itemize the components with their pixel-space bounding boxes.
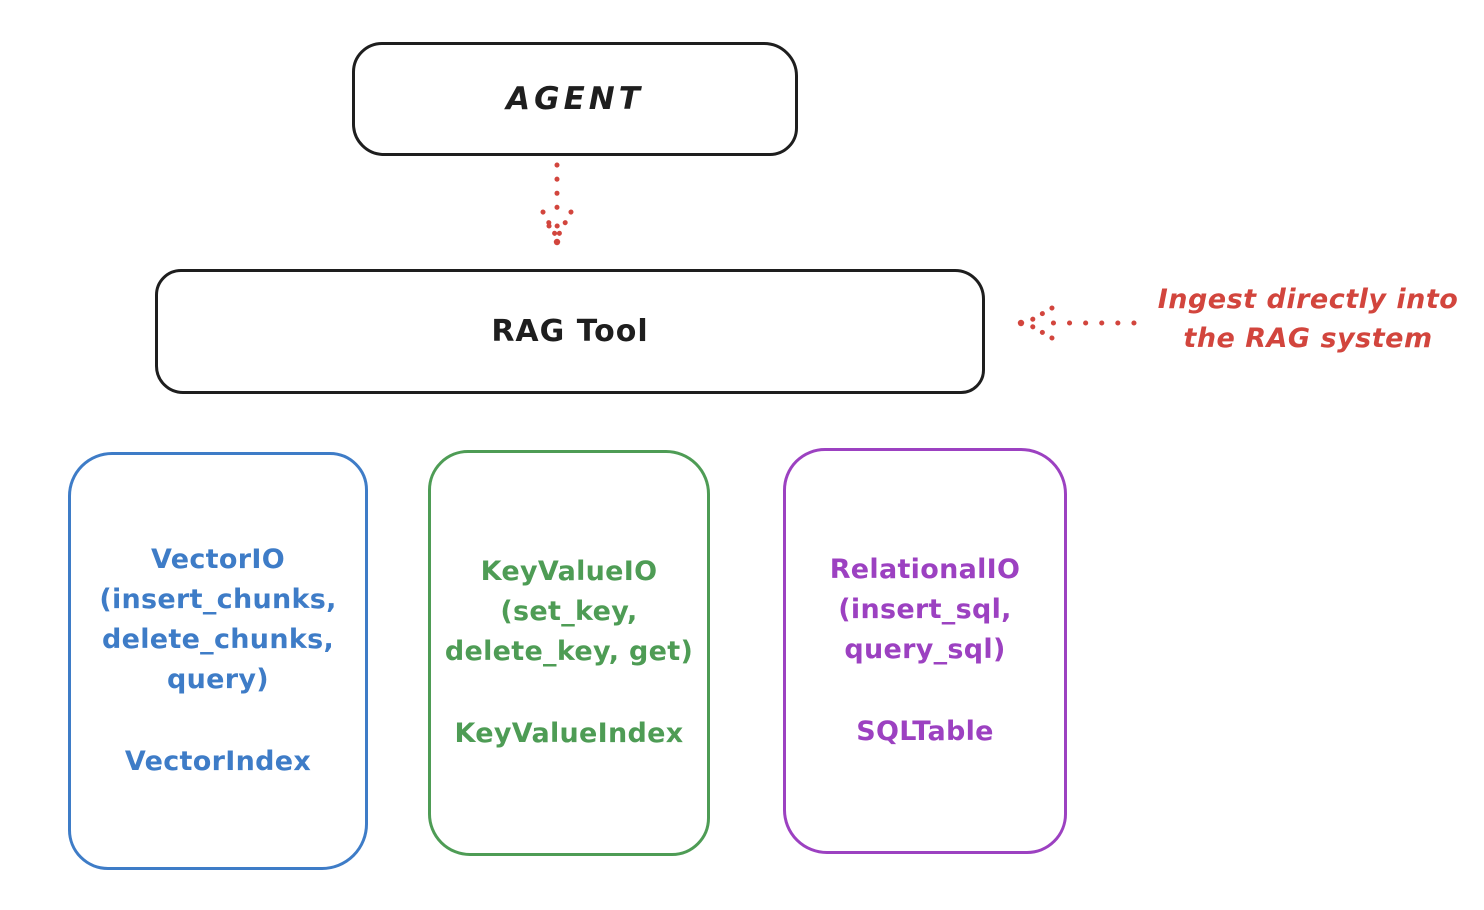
dotted-arrow-down-icon <box>540 162 574 246</box>
sql-table-label: SQLTable <box>856 716 994 747</box>
ingest-annotation-line2: the RAG system <box>1183 323 1433 354</box>
keyvalue-io-api-label: KeyValueIO (set_key, delete_key, get) <box>444 556 694 667</box>
dotted-arrow-left-icon <box>1017 305 1137 341</box>
relational-io-api-label: RelationalIO (insert_sql, query_sql) <box>829 554 1021 665</box>
ingest-annotation: Ingest directly into the RAG system <box>1140 280 1476 358</box>
agent-label: AGENT <box>506 81 644 117</box>
vector-io-api-label: VectorIO (insert_chunks, delete_chunks, … <box>99 544 337 695</box>
vector-io-box: VectorIO (insert_chunks, delete_chunks, … <box>68 452 368 870</box>
ingest-annotation-line1: Ingest directly into <box>1157 284 1459 315</box>
vector-index-label: VectorIndex <box>124 746 312 777</box>
agent-box: AGENT <box>352 42 798 156</box>
rag-tool-box: RAG Tool <box>155 269 985 394</box>
rag-tool-label: RAG Tool <box>491 314 649 349</box>
relational-io-box: RelationalIO (insert_sql, query_sql) SQL… <box>783 448 1067 854</box>
keyvalue-index-label: KeyValueIndex <box>454 718 684 749</box>
keyvalue-io-box: KeyValueIO (set_key, delete_key, get) Ke… <box>428 450 710 856</box>
